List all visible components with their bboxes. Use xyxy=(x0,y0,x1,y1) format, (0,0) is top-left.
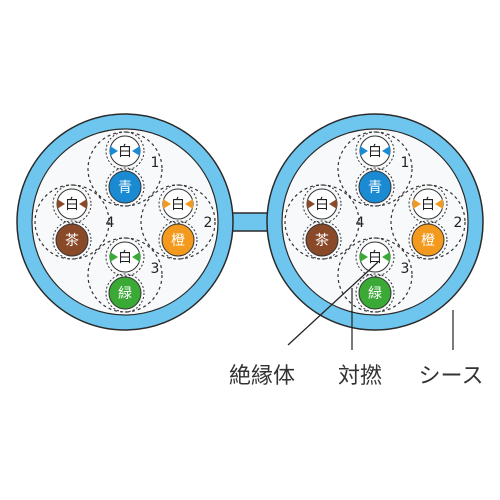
insulator-ring xyxy=(355,131,395,171)
insulator-ring xyxy=(52,220,92,260)
twisted-pair-4: 白茶 4 xyxy=(284,184,365,260)
pair-number: 3 xyxy=(151,261,160,277)
color-wire-orange xyxy=(161,223,195,257)
white-wire-label: 白 xyxy=(118,144,132,160)
color-wire-blue xyxy=(358,170,392,204)
stripe-marker-right xyxy=(435,199,443,209)
stripe-marker-left xyxy=(110,252,118,262)
insulator-ring xyxy=(105,131,145,171)
color-wire-label: 茶 xyxy=(65,233,79,249)
insulator-ring xyxy=(158,220,198,260)
insulator-ring xyxy=(302,220,342,260)
twisted-pair-1: 白青 1 xyxy=(87,131,163,207)
pair-number: 2 xyxy=(454,215,463,231)
white-wire-label: 白 xyxy=(421,197,435,213)
insulator-ring xyxy=(105,167,145,207)
stripe-marker-left xyxy=(360,252,368,262)
stripe-marker-left xyxy=(163,199,171,209)
color-wire-label: 橙 xyxy=(171,233,185,249)
twisted-pair-4: 白茶 4 xyxy=(34,184,115,260)
white-wire-label: 白 xyxy=(65,197,79,213)
stripe-marker-left xyxy=(360,146,368,156)
color-wire-green xyxy=(358,276,392,310)
twisted-pair-1: 白青 1 xyxy=(337,131,413,207)
twisted-pair-2: 白橙 2 xyxy=(390,184,466,260)
stripe-marker-left xyxy=(413,199,421,209)
insulator-ring xyxy=(105,237,145,277)
sheath-callout: シース xyxy=(419,364,484,389)
stripe-marker-right xyxy=(382,146,390,156)
insulator-ring xyxy=(408,184,448,224)
stripe-marker-right xyxy=(132,252,140,262)
insulator-ring xyxy=(52,184,92,224)
color-wire-label: 青 xyxy=(368,180,382,196)
white-wire-label: 白 xyxy=(171,197,185,213)
white-wire-label: 白 xyxy=(118,250,132,266)
pair-number: 1 xyxy=(151,155,160,171)
twisted-pair-2: 白橙 2 xyxy=(140,184,216,260)
stripe-marker-right xyxy=(132,146,140,156)
color-wire-label: 緑 xyxy=(368,286,382,302)
pair-number: 4 xyxy=(106,215,115,231)
insulator-ring xyxy=(408,220,448,260)
stripe-marker-left xyxy=(57,199,65,209)
inner-filler xyxy=(33,130,217,314)
cable-bridge xyxy=(227,212,273,232)
color-wire-label: 青 xyxy=(118,180,132,196)
stripe-marker-left xyxy=(307,199,315,209)
color-wire-label: 茶 xyxy=(315,233,329,249)
twisted-pair-3: 白緑 3 xyxy=(337,237,413,313)
insulator-callout: 絶縁体 xyxy=(229,364,295,389)
color-wire-blue xyxy=(108,170,142,204)
white-wire-label: 白 xyxy=(368,250,382,266)
pair-number: 4 xyxy=(356,215,365,231)
stripe-marker-right xyxy=(185,199,193,209)
color-wire-label: 橙 xyxy=(421,233,435,249)
color-wire-brown xyxy=(305,223,339,257)
stripe-marker-right xyxy=(329,199,337,209)
color-wire-orange xyxy=(411,223,445,257)
twisted-pair-callout: 対撚 xyxy=(338,364,382,389)
twisted-pair-3: 白緑 3 xyxy=(87,237,163,313)
stripe-marker-left xyxy=(110,146,118,156)
insulator-ring xyxy=(355,237,395,277)
insulator-ring xyxy=(355,167,395,207)
pair-number: 1 xyxy=(401,155,410,171)
stripe-marker-right xyxy=(382,252,390,262)
white-wire-label: 白 xyxy=(315,197,329,213)
insulator-ring xyxy=(302,184,342,224)
insulator-ring xyxy=(158,184,198,224)
color-wire-brown xyxy=(55,223,89,257)
stripe-marker-right xyxy=(79,199,87,209)
pair-number: 2 xyxy=(204,215,213,231)
insulator-ring xyxy=(355,273,395,313)
color-wire-green xyxy=(108,276,142,310)
insulator-ring xyxy=(105,273,145,313)
insulator-leader-line xyxy=(287,261,379,346)
pair-number: 3 xyxy=(401,261,410,277)
inner-filler xyxy=(283,130,467,314)
color-wire-label: 緑 xyxy=(118,286,132,302)
white-wire-label: 白 xyxy=(368,144,382,160)
